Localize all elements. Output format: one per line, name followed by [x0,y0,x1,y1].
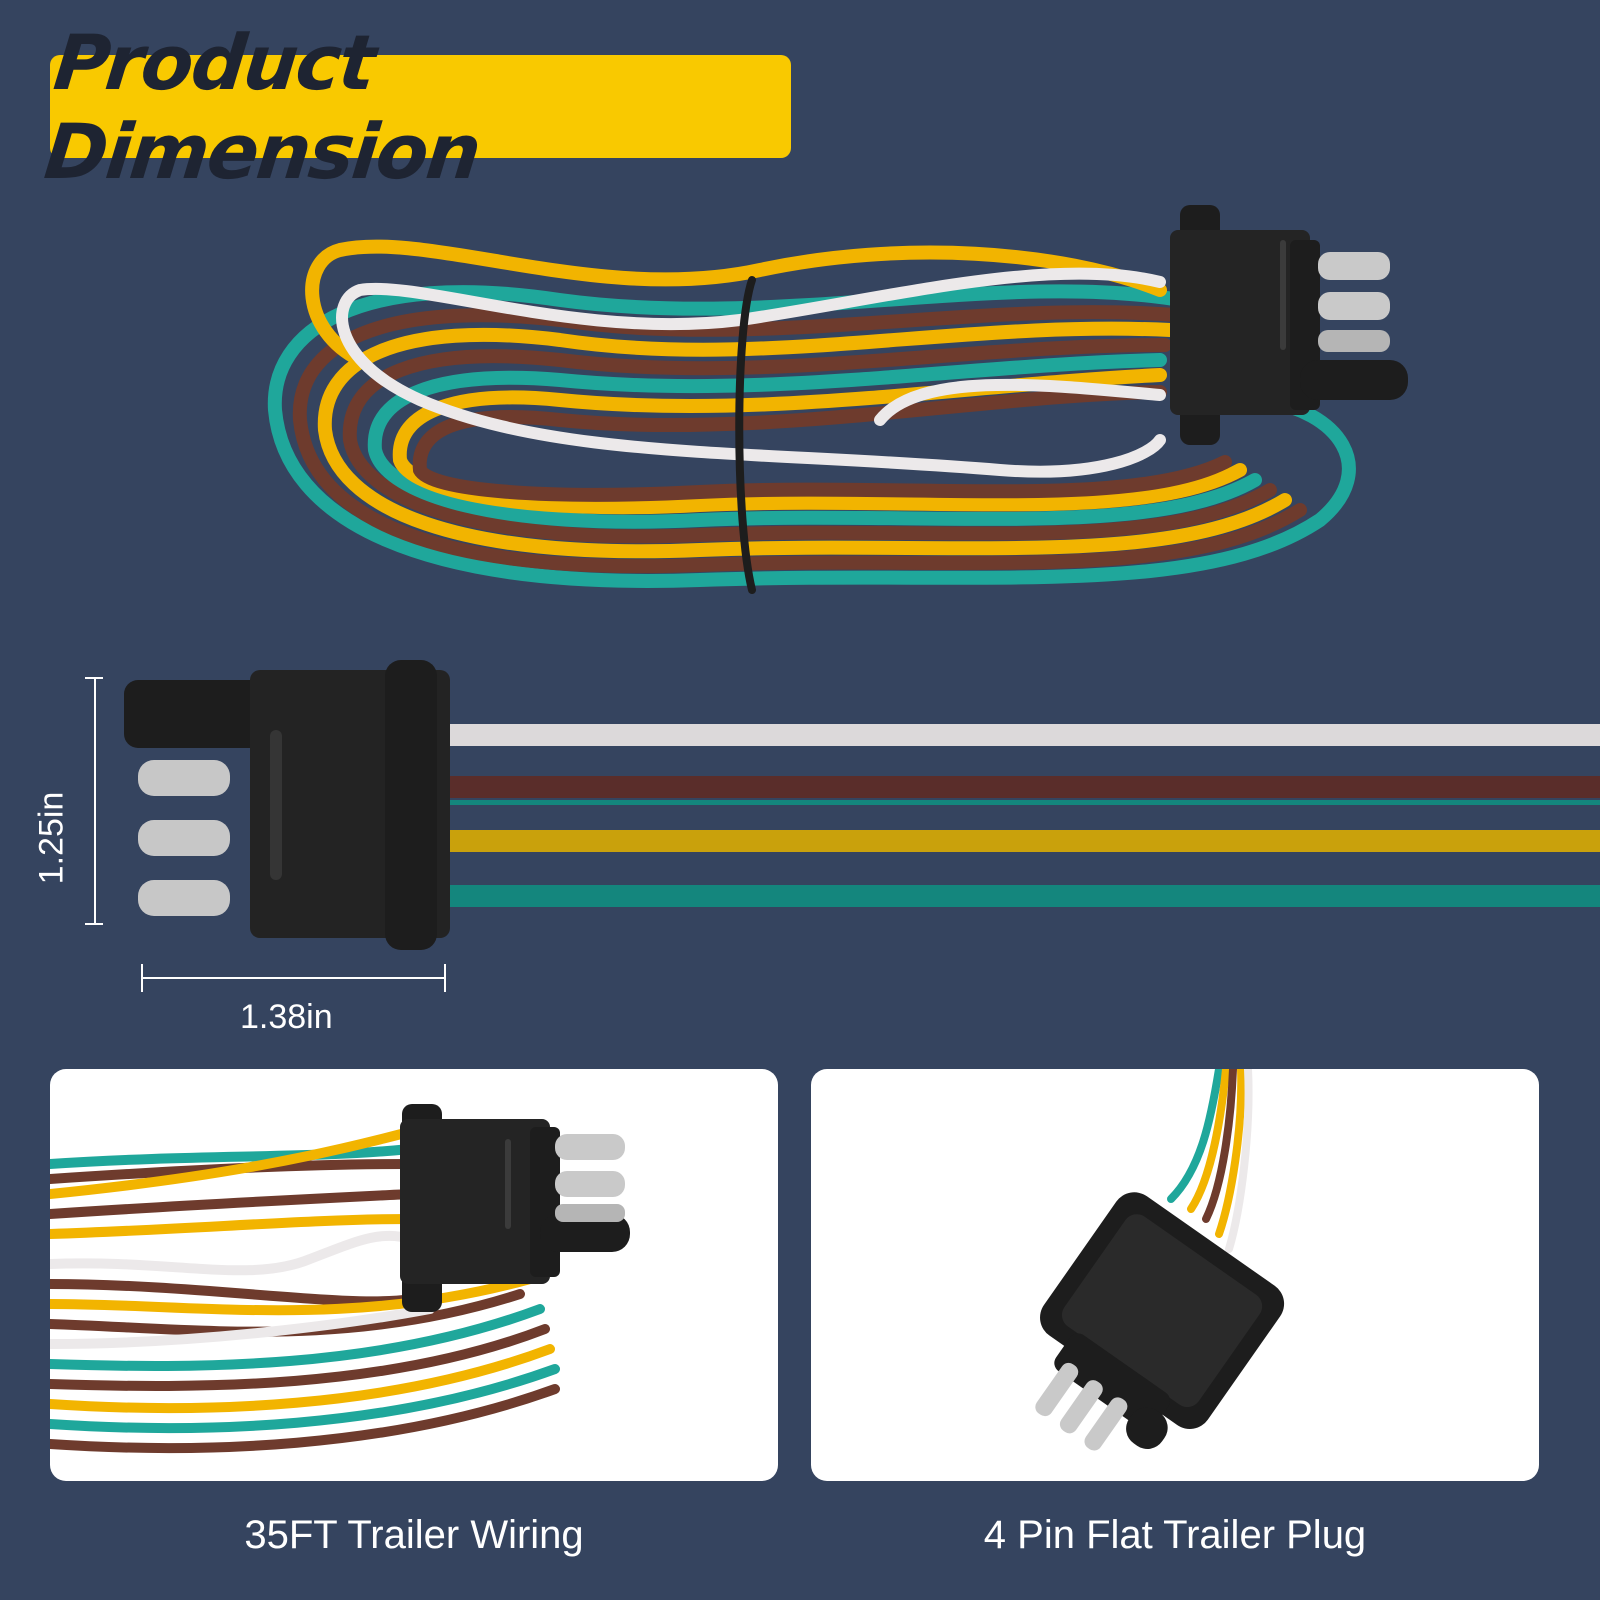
connector-icon [1170,205,1408,445]
height-dimension-line [85,677,103,925]
connector-icon [400,1104,630,1312]
trailer-plug-image [1035,1069,1285,1451]
height-dimension-label: 1.25in [32,791,71,885]
pin-icon [1035,1362,1128,1451]
pin-icon [138,760,230,916]
dimension-connector-icon [124,660,450,950]
width-dimension-line [141,964,446,992]
connector-icon [1035,1192,1285,1451]
pin-icon [1318,252,1390,352]
feature-card-wiring [50,1069,778,1481]
trailer-wiring-image [50,1104,630,1454]
caption-trailer-plug: 4 Pin Flat Trailer Plug [983,1513,1367,1557]
pin-icon [555,1134,625,1222]
wire-coil [267,239,1356,594]
straight-wires [440,724,1600,907]
title-banner: Product Dimension [41,18,791,196]
width-dimension-label: 1.38in [240,998,333,1036]
caption-trailer-wiring: 35FT Trailer Wiring [244,1513,584,1557]
product-illustration [85,205,1600,992]
feature-card-plug [811,1069,1539,1481]
